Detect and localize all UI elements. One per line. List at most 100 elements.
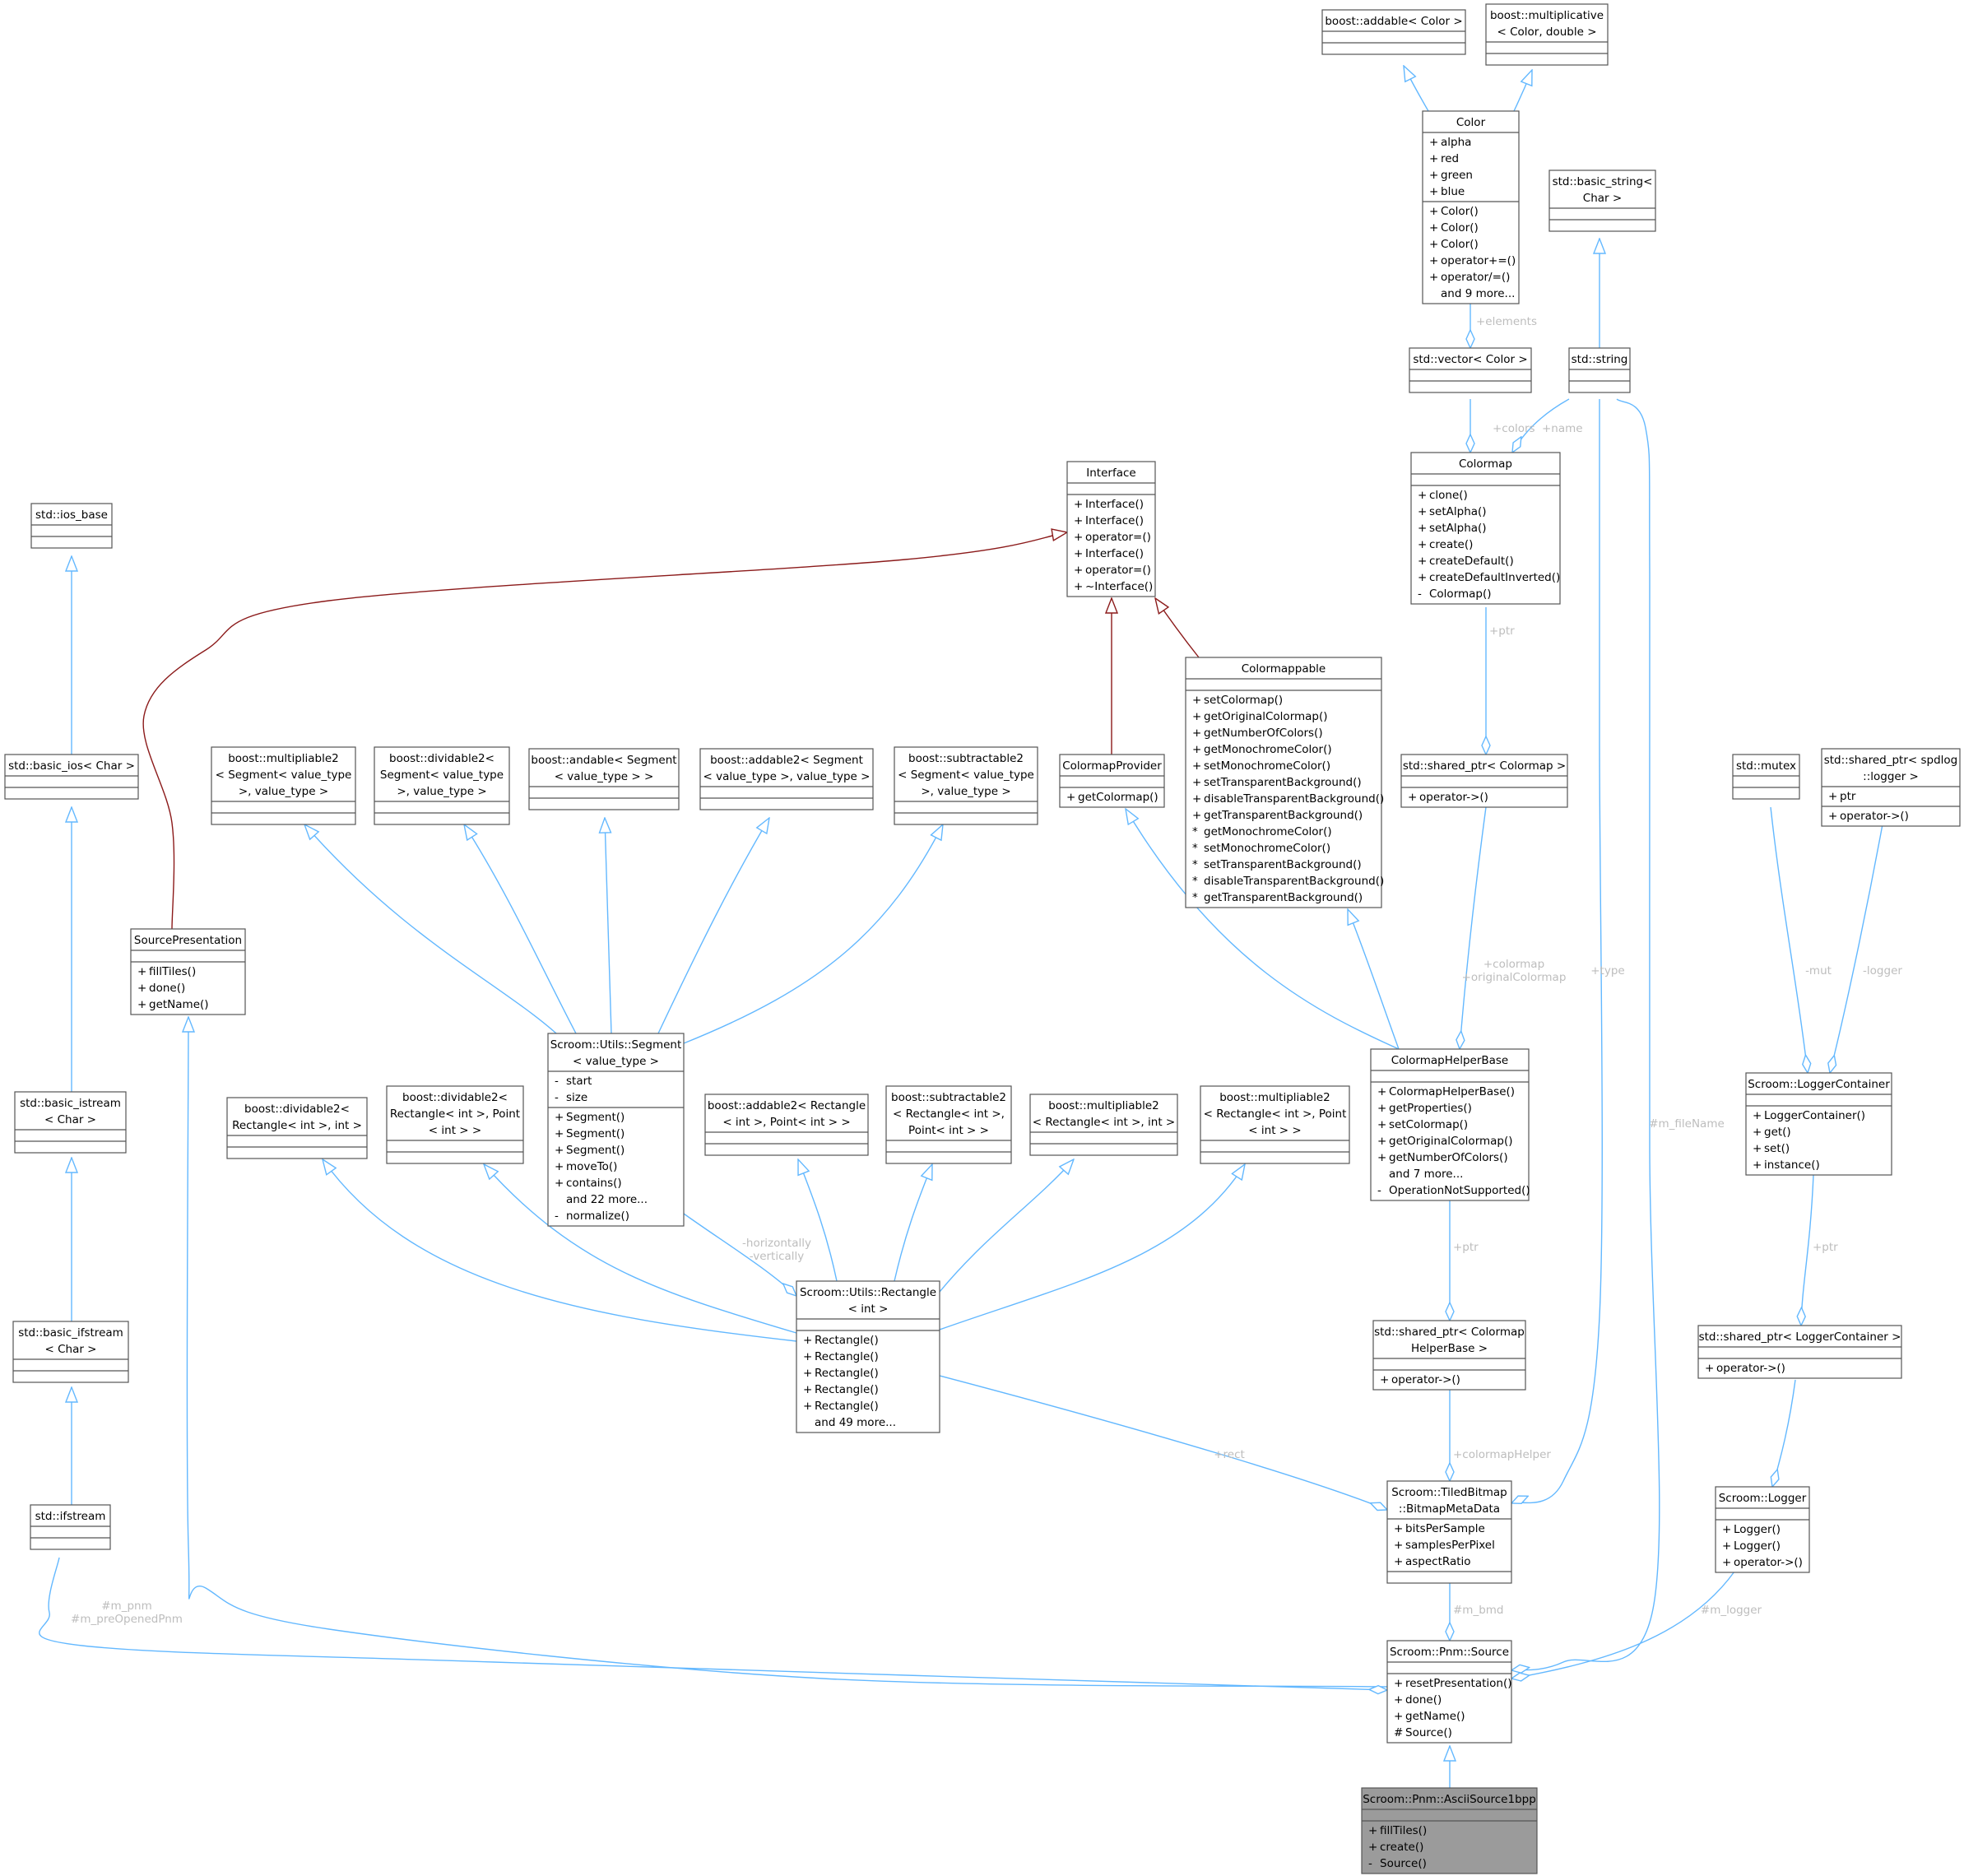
edge-label: #m_bmd — [1453, 1604, 1504, 1617]
class-attribute: start — [566, 1075, 592, 1088]
class-box — [1321, 9, 1466, 55]
class-method: getTransparentBackground() — [1204, 809, 1363, 822]
member-visibility: + — [1828, 810, 1837, 823]
member-visibility: + — [137, 965, 146, 978]
class-node-basic_string[interactable]: std::basic_string<Char > — [1548, 169, 1656, 232]
class-method: contains() — [566, 1177, 622, 1190]
class-name: boost::multipliable2 — [1219, 1091, 1330, 1104]
member-visibility: + — [1753, 1159, 1762, 1172]
class-name: < Color, double > — [1497, 26, 1596, 39]
class-node-shared_helper[interactable]: std::shared_ptr< ColormapHelperBase >+op… — [1372, 1320, 1526, 1391]
class-node-rectangle[interactable]: Scroom::Utils::Rectangle< int >+Rectangl… — [796, 1280, 940, 1433]
class-node-shared_logger_container[interactable]: std::shared_ptr< LoggerContainer >+opera… — [1697, 1325, 1902, 1379]
class-method: getOriginalColormap() — [1389, 1135, 1513, 1148]
class-node-basic_ios[interactable]: std::basic_ios< Char > — [4, 754, 139, 800]
class-name: < int > > — [1248, 1124, 1301, 1137]
class-node-shared_spdlog[interactable]: std::shared_ptr< spdlog::logger >+ptr+op… — [1821, 748, 1961, 827]
class-name: Scroom::Pnm::Source — [1390, 1646, 1509, 1659]
inheritance-edge-rectangle-to-b_mult2_rect_point — [939, 1164, 1245, 1330]
class-node-basic_istream[interactable]: std::basic_istream< Char > — [14, 1091, 127, 1154]
class-node-b_sub2_rect[interactable]: boost::subtractable2< Rectangle< int >,P… — [885, 1085, 1012, 1164]
class-node-colormap[interactable]: Colormap+clone()+setAlpha()+setAlpha()+c… — [1410, 452, 1561, 605]
member-visibility: * — [1192, 825, 1198, 838]
class-node-b_add2_seg[interactable]: boost::addable2< Segment< value_type >, … — [699, 748, 874, 810]
class-node-pnm_source[interactable]: Scroom::Pnm::Source+resetPresentation()+… — [1386, 1640, 1512, 1744]
class-node-vector_color[interactable]: std::vector< Color > — [1409, 347, 1532, 393]
class-name: boost::subtractable2 — [891, 1091, 1006, 1104]
class-name: < Rectangle< int >, — [893, 1107, 1005, 1121]
class-node-shared_colormap[interactable]: std::shared_ptr< Colormap >+operator->() — [1400, 754, 1568, 808]
class-node-boost_mult_color[interactable]: boost::multiplicative< Color, double > — [1485, 3, 1609, 66]
class-node-b_div2_rect_point[interactable]: boost::dividable2<Rectangle< int >, Poin… — [386, 1085, 524, 1164]
class-box — [1422, 110, 1520, 304]
member-visibility: + — [1418, 538, 1427, 551]
class-box — [1697, 1325, 1902, 1379]
inheritance-edge-rectangle-to-b_div2_rect_point — [484, 1164, 797, 1334]
class-method: getOriginalColormap() — [1204, 710, 1328, 723]
class-node-ios_base[interactable]: std::ios_base — [30, 503, 113, 549]
class-node-logger[interactable]: Scroom::Logger+Logger()+Logger()+operato… — [1715, 1486, 1810, 1573]
class-node-boost_addable_color[interactable]: boost::addable< Color > — [1321, 9, 1466, 55]
class-box — [1745, 1072, 1892, 1176]
member-visibility: + — [555, 1144, 564, 1157]
class-method: LoggerContainer() — [1764, 1109, 1865, 1122]
class-method: operator->() — [1734, 1556, 1803, 1569]
edge-label: #m_fileName — [1649, 1117, 1725, 1131]
class-attribute: aspectRatio — [1405, 1555, 1471, 1568]
edge-label: -horizontally — [742, 1237, 811, 1250]
class-method: getNumberOfColors() — [1389, 1151, 1508, 1164]
class-box — [226, 1097, 368, 1159]
class-node-b_div2_rect_int[interactable]: boost::dividable2<Rectangle< int >, int … — [226, 1097, 368, 1159]
member-visibility: + — [1429, 152, 1438, 165]
class-box — [374, 746, 510, 825]
class-node-b_mult2_rect_point[interactable]: boost::multipliable2< Rectangle< int >, … — [1200, 1085, 1350, 1164]
inheritance-edge-segment-to-b_and_seg — [605, 818, 612, 1034]
edge-label: +ptr — [1813, 1241, 1838, 1254]
class-node-interface[interactable]: Interface+Interface()+Interface()+operat… — [1066, 461, 1156, 597]
class-method: clone() — [1429, 489, 1468, 502]
class-box — [1029, 1094, 1178, 1156]
member-visibility: + — [1418, 489, 1427, 502]
class-name: HelperBase > — [1411, 1342, 1488, 1355]
member-visibility: * — [1192, 858, 1198, 871]
class-name: < Char > — [44, 1113, 96, 1126]
class-node-b_mult2_rect_int[interactable]: boost::multipliable2< Rectangle< int >, … — [1029, 1094, 1178, 1156]
class-method: OperationNotSupported() — [1389, 1184, 1530, 1197]
member-visibility: + — [1192, 759, 1201, 773]
member-visibility: * — [1192, 875, 1198, 888]
inheritance-edge-colormap_helper_base-to-colormap_provider — [1126, 809, 1400, 1050]
class-method: Color() — [1441, 221, 1479, 234]
class-node-colormap_helper_base[interactable]: ColormapHelperBase+ColormapHelperBase()+… — [1370, 1048, 1530, 1201]
member-visibility: + — [1074, 498, 1083, 511]
member-visibility: * — [1192, 891, 1198, 904]
class-method: operator/=() — [1441, 271, 1510, 284]
member-visibility: + — [1192, 743, 1201, 756]
class-node-color[interactable]: Color+alpha+red+green+blue+Color()+Color… — [1422, 110, 1520, 304]
class-node-basic_ifstream[interactable]: std::basic_ifstream< Char > — [12, 1321, 129, 1383]
class-node-colormappable[interactable]: Colormappable+setColormap()+getOriginalC… — [1185, 657, 1384, 908]
class-node-std_string[interactable]: std::string — [1568, 347, 1631, 393]
member-visibility: + — [1394, 1522, 1403, 1535]
class-node-b_and_seg[interactable]: boost::andable< Segment< value_type > > — [528, 748, 680, 810]
class-node-colormap_provider[interactable]: ColormapProvider+getColormap() — [1059, 754, 1165, 808]
member-visibility: + — [803, 1383, 812, 1396]
class-node-ascii_source[interactable]: Scroom::Pnm::AsciiSource1bpp+fillTiles()… — [1361, 1787, 1538, 1874]
class-box — [704, 1094, 869, 1156]
class-node-std_mutex[interactable]: std::mutex — [1732, 754, 1800, 800]
class-node-segment[interactable]: Scroom::Utils::Segment< value_type >-sta… — [547, 1033, 685, 1227]
class-node-std_ifstream[interactable]: std::ifstream — [30, 1504, 111, 1550]
class-name: boost::dividable2< — [389, 752, 494, 765]
class-node-b_mult2_seg[interactable]: boost::multipliable2< Segment< value_typ… — [211, 746, 356, 825]
class-name: std::basic_ifstream — [18, 1326, 123, 1340]
class-method: Color() — [1441, 238, 1479, 251]
class-node-b_div2_seg[interactable]: boost::dividable2<Segment< value_type>, … — [374, 746, 510, 825]
class-name: Rectangle< int >, Point — [390, 1107, 520, 1121]
class-name: std::shared_ptr< LoggerContainer > — [1699, 1330, 1901, 1344]
member-visibility: + — [1753, 1126, 1762, 1139]
class-node-source_presentation[interactable]: SourcePresentation+fillTiles()+done()+ge… — [130, 928, 246, 1015]
class-node-logger_container[interactable]: Scroom::LoggerContainer+LoggerContainer(… — [1745, 1072, 1892, 1176]
class-node-b_sub2_seg[interactable]: boost::subtractable2< Segment< value_typ… — [894, 746, 1038, 825]
class-name: boost::addable< Color > — [1325, 15, 1462, 28]
class-node-b_add2_rect[interactable]: boost::addable2< Rectangle< int >, Point… — [704, 1094, 869, 1156]
class-node-bitmap_meta[interactable]: Scroom::TiledBitmap::BitmapMetaData+bits… — [1386, 1480, 1512, 1584]
